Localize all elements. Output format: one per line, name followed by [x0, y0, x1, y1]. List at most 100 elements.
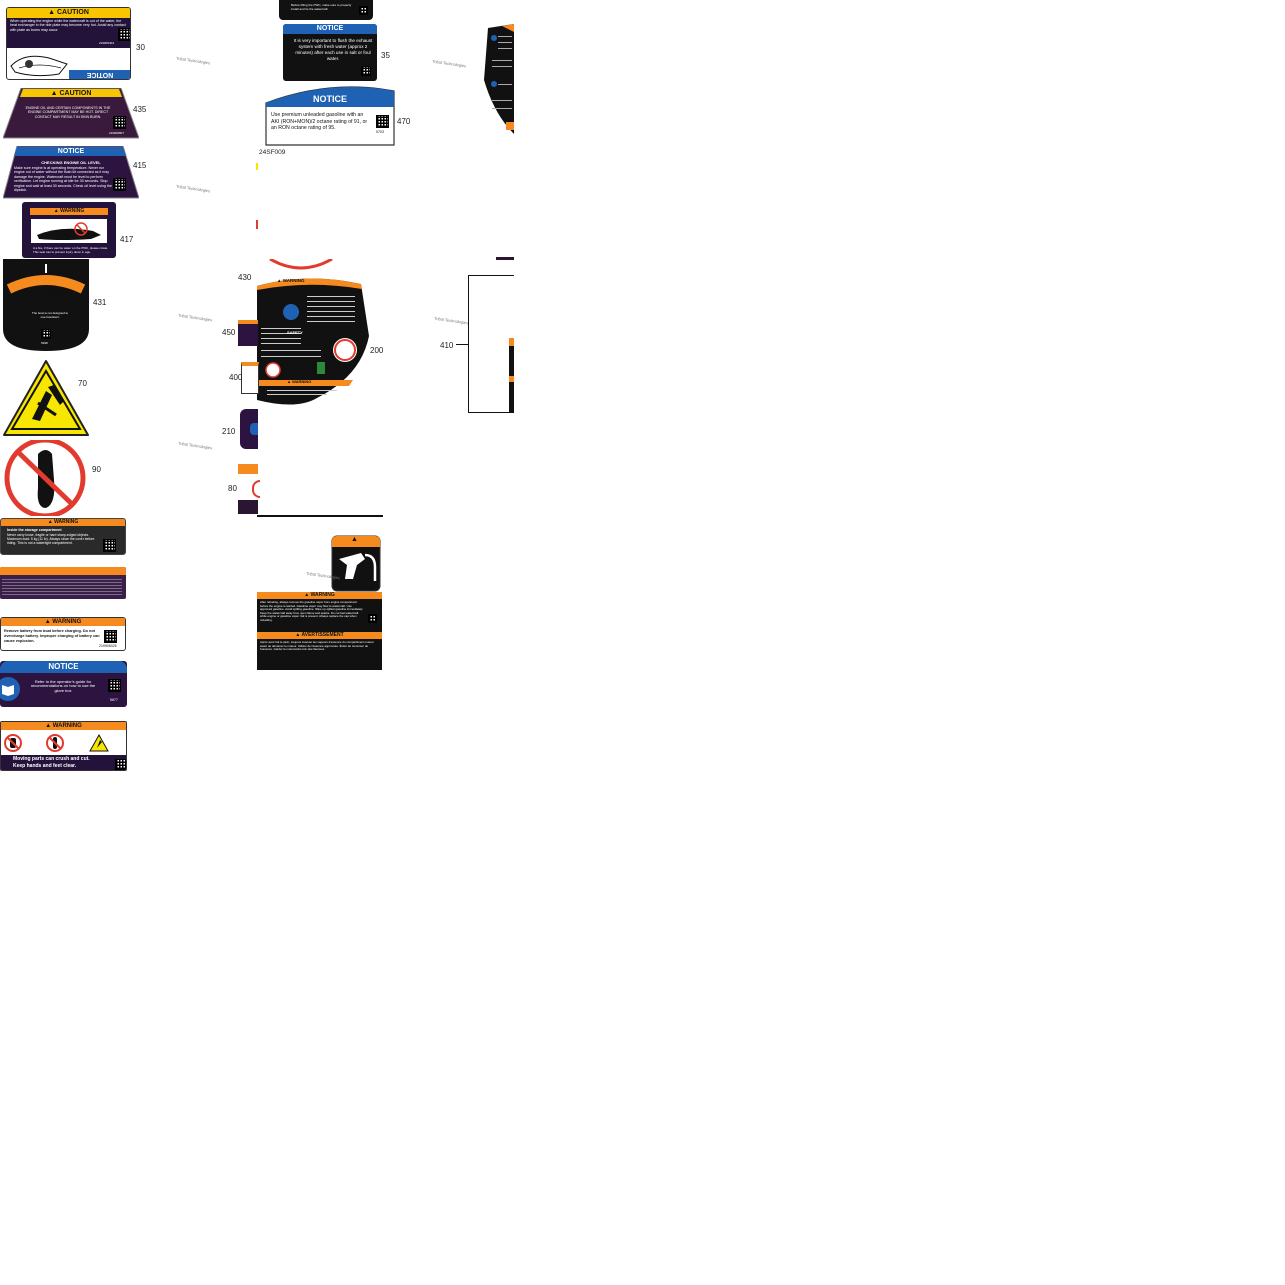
no-hand-icon — [3, 733, 23, 758]
qr-code-icon — [103, 539, 116, 552]
label-part-number: 5703 — [376, 130, 384, 134]
callout-410: 410 — [440, 341, 454, 350]
warning-triangle-icon: ▲ — [277, 278, 283, 283]
callout-450: 450 — [222, 328, 236, 337]
label-text: Refer to the operator's guide for recomm… — [30, 679, 96, 693]
warning-header: ▲ WARNING — [24, 291, 68, 298]
warning-band — [0, 567, 126, 575]
label-part-number: 5677 — [110, 698, 118, 702]
warning-triangle-icon: ▲ — [45, 723, 53, 729]
avertissement-header: ▲ AVERTISSEMENT — [257, 632, 382, 639]
notice-header: NOTICE — [312, 94, 347, 104]
notice-header: NOTICE — [283, 24, 377, 34]
orange-tab — [509, 338, 514, 346]
label-90-no-step — [2, 437, 88, 519]
label-storage-warning: ▲ WARNING Inside the storage compartment… — [0, 518, 126, 555]
qr-code-icon — [115, 759, 126, 770]
qr-code-icon — [368, 614, 377, 623]
warning-triangle-icon: ▲ — [295, 632, 302, 638]
label-inner: Before lifting the PWC, make sure to pro… — [285, 2, 367, 17]
qr-code-icon — [41, 329, 51, 339]
label-text: After refueling, always remove the gasol… — [260, 600, 364, 622]
label-410-fragment — [468, 275, 514, 413]
moving-text: Moving parts can crush and cut. Keep han… — [13, 756, 90, 769]
qr-code-icon — [113, 116, 126, 129]
callout-210: 210 — [222, 427, 236, 436]
label-417-warning: ▲ WARNING A a fire, if there can be wate… — [22, 202, 116, 258]
watermark-text: Tribal Technologies — [175, 183, 211, 194]
callout-435: 435 — [133, 105, 147, 114]
label-part-number: 219906325 — [99, 644, 117, 648]
label-30-caution-heat-exchanger: ▲ CAUTION When operating the engine whil… — [6, 7, 131, 80]
callout-70: 70 — [78, 379, 87, 388]
label-80-fragment — [238, 464, 260, 514]
watermark-text: Tribal Technologies — [177, 440, 213, 451]
qr-code-icon — [104, 630, 117, 643]
notice-footer: NOTICE — [69, 70, 130, 79]
label-lifting-notice: Before lifting the PWC, make sure to pro… — [279, 0, 373, 20]
label-text: Before lifting the PWC, make sure to pro… — [291, 3, 352, 11]
callout-200: 200 — [370, 346, 384, 355]
prohibit-fragment-icon — [252, 480, 260, 498]
qr-code-icon — [361, 66, 371, 76]
label-text: Make sure engine is at operating tempera… — [14, 166, 112, 193]
label-fuel-warning-bilingual: ▲ WARNING After refueling, always remove… — [257, 592, 382, 670]
leader-line — [456, 344, 468, 345]
watermark-text: Tribal Technologies — [175, 55, 211, 66]
text-lines — [2, 579, 122, 595]
label-glovebox-notice: NOTICE Refer to the operator's guide for… — [0, 661, 127, 707]
blue-info-icon — [250, 423, 258, 435]
warning-triangle-icon: ▲ — [304, 592, 311, 598]
label-text-fr: Après avoir fait le plein, toujours évac… — [260, 640, 374, 652]
no-foot-icon — [45, 733, 65, 758]
callout-470: 470 — [397, 117, 411, 126]
notice-header: NOTICE — [57, 148, 85, 155]
red-tick — [256, 220, 258, 229]
qr-code-icon — [376, 115, 389, 128]
pwc-illustration-icon — [31, 219, 107, 243]
label-text: Never carry loose, fragile or hard sharp… — [7, 533, 95, 546]
label-text: The boat is not designed to use bow/ster… — [31, 311, 69, 320]
no-step-icon — [4, 437, 86, 519]
warning-triangle-icon: ▲ — [53, 208, 61, 214]
warning-header: ▲ WARNING — [1, 618, 125, 626]
yellow-tick — [256, 163, 258, 170]
watermark-text: Tribal Technologies — [433, 315, 469, 326]
callout-430: 430 — [238, 273, 252, 282]
label-470-notice-fuel-octane: NOTICE Use premium unleaded gasoline wit… — [264, 85, 396, 147]
ride-plate-illustration-icon — [9, 48, 71, 78]
orange-tab — [509, 376, 514, 382]
label-35-notice-flush: NOTICE It is very important to flush the… — [283, 24, 377, 81]
label-part-number: 219905404 — [99, 41, 115, 45]
caution-header: ▲ CAUTION — [50, 90, 92, 97]
warning-header: ▲ WARNING — [257, 592, 382, 599]
label-435-caution-engine-oil-hot: ▲ CAUTION ENGINE OIL AND CERTAIN COMPONE… — [3, 88, 139, 140]
warning-header: ▲ WARNING — [277, 278, 305, 283]
callout-35: 35 — [381, 51, 390, 60]
label-part-number: 5398 — [41, 341, 48, 345]
callout-415: 415 — [133, 161, 147, 170]
label-bilingual-warning — [0, 567, 126, 599]
red-arc-fragment — [268, 257, 334, 270]
qr-code-icon — [118, 28, 130, 41]
book-icon — [0, 677, 20, 701]
label-moving-parts-warning: ▲ WARNING Moving parts can crush and cut… — [0, 721, 127, 771]
label-431-warning-round: ▲ WARNING The boat is not designed to us… — [3, 259, 89, 351]
orange-edge — [509, 338, 514, 412]
label-text: ENGINE OIL AND CERTAIN COMPONENTS IN THE… — [25, 106, 111, 119]
label-text: A a fire, if there can be water on the P… — [33, 246, 109, 254]
warning-header: ▲ WARNING — [1, 519, 125, 526]
qr-code-icon — [359, 6, 368, 15]
label-210-fragment — [240, 409, 258, 449]
warning-triangle-icon: ▲ — [24, 291, 34, 298]
warning-triangle-icon: ▲ — [47, 519, 55, 525]
label-400-fragment — [241, 362, 259, 394]
label-part-number: 219906807 — [109, 131, 125, 135]
warning-triangle-icon: ▲ — [48, 9, 57, 16]
caution-header: ▲ CAUTION — [7, 8, 130, 18]
notice-header: NOTICE — [0, 661, 127, 673]
qr-code-icon — [108, 679, 121, 692]
warning-header: ▲ WARNING — [30, 208, 108, 215]
watermark-text: Tribal Technologies — [431, 58, 467, 69]
warning-triangle-icon: ▲ — [287, 379, 293, 384]
